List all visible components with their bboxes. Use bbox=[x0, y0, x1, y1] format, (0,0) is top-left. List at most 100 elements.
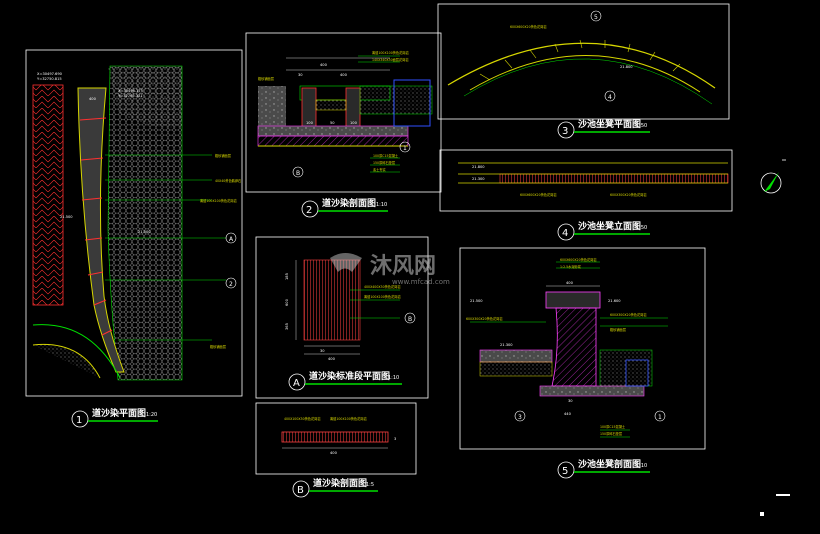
v1-note: 离缝100X100黄色花岗岩 bbox=[200, 198, 237, 203]
bench-cap bbox=[545, 291, 601, 309]
v2-dim: 50 bbox=[330, 121, 335, 125]
v4-dim: 21.800 bbox=[472, 165, 485, 169]
view-b-section: 400 3 400X100X30黄色花岗岩 离缝100X100黄色花岗岩 B 道… bbox=[255, 402, 417, 498]
view-3-title-circle bbox=[557, 121, 575, 139]
v2-note: 粗砂铺面层 bbox=[258, 76, 274, 81]
view-4-title-circle bbox=[557, 223, 575, 241]
v5-note: 600X600X20黄色花岗岩 bbox=[560, 257, 597, 262]
bench-segments bbox=[479, 39, 681, 81]
view-a-title: 道沙染标准段平面图 bbox=[309, 370, 390, 382]
bench-body bbox=[551, 307, 597, 387]
v5-note: 粗砂铺面层 bbox=[610, 327, 626, 332]
v3-note: 600X600X20黄色花岗岩 bbox=[510, 24, 547, 29]
dotted-area bbox=[108, 66, 182, 129]
marker-a-circle bbox=[225, 232, 237, 244]
sand-fill bbox=[315, 99, 347, 111]
v2-note: 140X340X30面层花岗岩 bbox=[372, 57, 409, 62]
view-3-frame bbox=[437, 3, 730, 120]
coord-y2: Y=32765.321 bbox=[118, 94, 143, 98]
blue-detail bbox=[393, 79, 431, 127]
v5-note: 600X300X20黄色花岗岩 bbox=[610, 312, 647, 317]
va-dim: 600 bbox=[285, 298, 289, 306]
view-3-bench-plan: 21.800 5 4 600X600X20黄色花岗岩 3 沙池坐凳平面图 1:5… bbox=[437, 3, 730, 139]
marker-5: 5 bbox=[594, 14, 598, 21]
watermark-brand: 沐风网 bbox=[370, 254, 436, 279]
v2-dim: 100 bbox=[306, 121, 314, 125]
view-b-title: 道沙染剖面图 bbox=[313, 477, 367, 489]
view-3-number: 3 bbox=[562, 126, 568, 137]
marker-b-circle bbox=[292, 166, 304, 178]
section-strip bbox=[281, 431, 389, 443]
view-5-title-circle bbox=[557, 461, 575, 479]
herringbone-paving bbox=[32, 84, 64, 306]
va-dim: 400 bbox=[328, 357, 336, 361]
v2-dim: 400 bbox=[320, 63, 328, 67]
view-b-scale: 1:5 bbox=[366, 482, 374, 488]
bench-arc-inner bbox=[469, 55, 701, 93]
view-4-scale: 1:50 bbox=[636, 225, 647, 231]
view-4-number: 4 bbox=[562, 228, 568, 239]
view-b-frame bbox=[255, 402, 417, 475]
va-dim: 365 bbox=[285, 323, 289, 330]
view-1-title: 道沙染平面图 bbox=[92, 407, 146, 419]
gravel-right bbox=[359, 85, 433, 115]
bench-elevation-strip bbox=[499, 173, 729, 184]
watermark-url: www.mfcad.com bbox=[392, 278, 450, 286]
vb-note: 离缝100X100黄色花岗岩 bbox=[330, 416, 367, 421]
north-arrow-icon bbox=[764, 172, 779, 192]
v4-note: 600X600X20黄色花岗岩 bbox=[520, 192, 557, 197]
view-4-bench-elevation: 21.800 21.300 600X600X20黄色花岗岩 600X300X20… bbox=[439, 149, 733, 241]
soil-left bbox=[258, 86, 286, 128]
path-joints bbox=[79, 117, 113, 336]
base-layer bbox=[257, 125, 409, 137]
v2-note: 150厚碎石垫层 bbox=[373, 160, 395, 165]
view-1-title-circle bbox=[71, 410, 89, 428]
view-2-frame bbox=[245, 32, 442, 193]
view-2-number: 2 bbox=[306, 205, 312, 216]
view-2-scale: 1:10 bbox=[376, 202, 387, 208]
view-a-number: A bbox=[293, 378, 300, 389]
view-5-frame bbox=[459, 247, 706, 450]
view-4-title: 沙池坐凳立面图 bbox=[578, 220, 641, 232]
view-a-title-circle bbox=[288, 373, 306, 391]
view-1-frame bbox=[25, 49, 243, 397]
watermark: 沐风网 www.mfcad.com bbox=[330, 253, 450, 286]
bench-arc-outer bbox=[447, 42, 716, 89]
view-5-number: 5 bbox=[562, 466, 568, 477]
v5-dim: 21.300 bbox=[500, 343, 513, 347]
v4-dim: 21.300 bbox=[472, 177, 485, 181]
view-2-title-circle bbox=[301, 200, 319, 218]
v1-note: 粗砂铺面层 bbox=[215, 153, 231, 158]
vb-dim: 400 bbox=[330, 451, 338, 455]
view-2-sand-path-section: 400 30 400 100 50 100 离缝100X100黄色花岗岩 140… bbox=[245, 32, 442, 218]
va-note: 离缝100X100黄色花岗岩 bbox=[364, 294, 401, 299]
v1-note: 40X40黄色鹅卵石 bbox=[215, 178, 241, 183]
v5-note: 600X300X20黄色花岗岩 bbox=[466, 316, 503, 321]
v3-dim: 21.800 bbox=[620, 65, 633, 69]
marker-1-2: 1 bbox=[658, 414, 662, 421]
marker-2: 2 bbox=[229, 281, 233, 288]
vb-note: 400X100X30黄色花岗岩 bbox=[284, 416, 321, 421]
v2-dim: 100 bbox=[350, 121, 358, 125]
v2-dim: 400 bbox=[340, 73, 348, 77]
v5-dim: 400 bbox=[566, 281, 574, 285]
view-5-scale: 1:10 bbox=[636, 463, 647, 469]
view-b-title-circle bbox=[292, 480, 310, 498]
vb-dim: 3 bbox=[394, 437, 396, 441]
v1-dim: 21.500 bbox=[60, 215, 73, 219]
marker-2-circle bbox=[225, 277, 237, 289]
v2-note: 素土夯实 bbox=[373, 167, 386, 172]
legend-dot bbox=[760, 512, 764, 516]
marker-a: A bbox=[229, 236, 234, 243]
v1-dim: 400 bbox=[89, 97, 97, 101]
v1-leaders bbox=[105, 154, 226, 341]
coord-y1: Y=32750.815 bbox=[37, 77, 62, 81]
va-dim: 30 bbox=[320, 349, 325, 353]
marker-b: B bbox=[296, 170, 300, 177]
paving-left bbox=[479, 349, 553, 363]
marker-4: 4 bbox=[608, 94, 612, 101]
v5-dim: 30 bbox=[568, 399, 573, 403]
coord-x2: X=30496.175 bbox=[118, 89, 143, 93]
view-3-title: 沙池坐凳平面图 bbox=[578, 118, 641, 130]
